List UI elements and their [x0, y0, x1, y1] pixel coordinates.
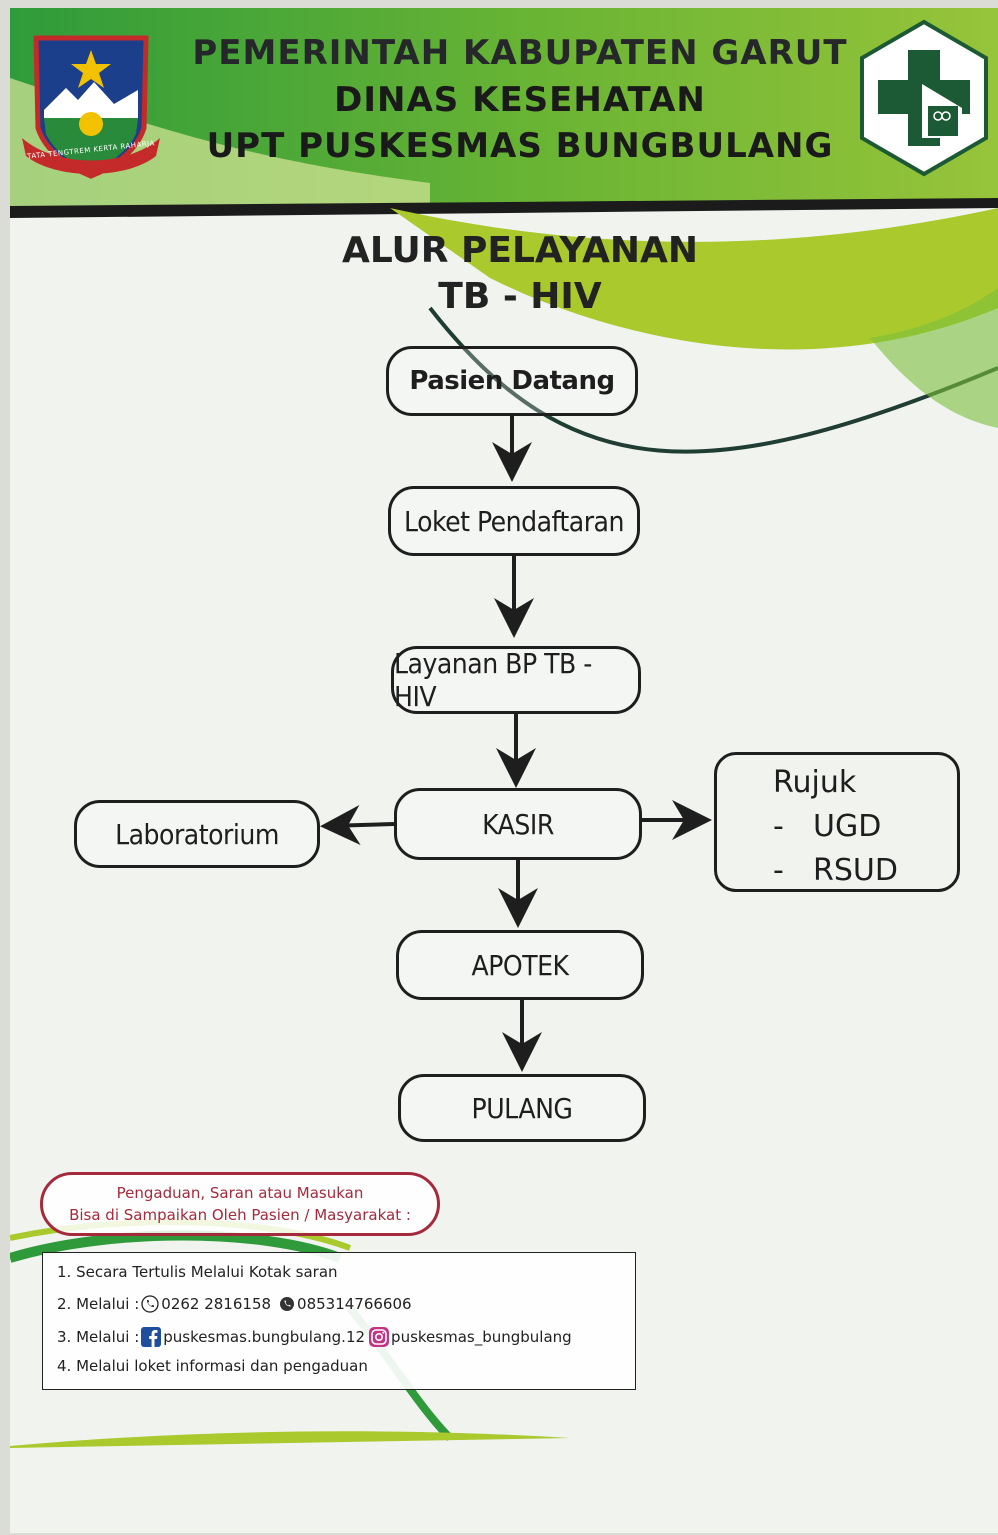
header-line-government: PEMERINTAH KABUPATEN GARUT: [192, 33, 848, 73]
node-pasien-datang: Pasien Datang: [386, 346, 638, 416]
flow-title-line1: ALUR PELAYANAN: [342, 230, 698, 271]
rujuk-item-rsud: -RSUD: [773, 853, 898, 888]
rujuk-rsud-label: RSUD: [813, 853, 898, 888]
facebook-handle: puskesmas.bungbulang.12: [163, 1328, 366, 1346]
rujuk-dash: -: [773, 809, 784, 844]
contact-item-2-prefix: 2. Melalui :: [57, 1295, 140, 1313]
contact-item-2: 2. Melalui : 0262 2816158 085314766606: [57, 1295, 412, 1313]
poster: TATA TENGTREM KERTA RAHARJA PEMERINTAH K…: [10, 8, 998, 1533]
node-pulang: PULANG: [398, 1074, 646, 1142]
phone-number: 0262 2816158: [161, 1295, 272, 1313]
instagram-handle: puskesmas_bungbulang: [391, 1328, 572, 1346]
regency-crest-logo: [22, 35, 160, 179]
flow-title-line2: TB - HIV: [438, 276, 602, 317]
facebook-icon: [141, 1327, 162, 1347]
complaint-line2: Bisa di Sampaikan Oleh Pasien / Masyarak…: [69, 1206, 411, 1224]
background-decoration: [10, 8, 998, 1448]
contact-item-3: 3. Melalui : puskesmas.bungbulang.12 pus…: [57, 1327, 572, 1347]
flow-connectors: [320, 416, 712, 1072]
rujuk-title: Rujuk: [773, 765, 857, 800]
whatsapp-number: 085314766606: [297, 1295, 412, 1313]
node-loket-pendaftaran: Loket Pendaftaran: [388, 486, 640, 556]
contact-item-4: 4. Melalui loket informasi dan pengaduan: [57, 1357, 368, 1375]
node-kasir: KASIR: [394, 788, 642, 860]
contact-item-3-prefix: 3. Melalui :: [57, 1328, 140, 1346]
puskesmas-logo: [860, 19, 988, 177]
whatsapp-icon: [279, 1296, 295, 1312]
node-apotek: APOTEK: [396, 930, 644, 1000]
complaint-line1: Pengaduan, Saran atau Masukan: [116, 1184, 364, 1202]
header-line-puskesmas: UPT PUSKESMAS BUNGBULANG: [206, 126, 834, 166]
node-rujuk: Rujuk -UGD -RSUD: [714, 752, 960, 892]
rujuk-ugd-label: UGD: [813, 809, 882, 844]
instagram-icon: [369, 1327, 390, 1347]
node-laboratorium: Laboratorium: [74, 800, 320, 868]
rujuk-dash: -: [773, 853, 784, 888]
header-line-health-office: DINAS KESEHATAN: [334, 80, 706, 120]
phone-icon: [141, 1295, 159, 1313]
contact-box: 1. Secara Tertulis Melalui Kotak saran 2…: [42, 1252, 636, 1390]
node-layanan-bp: Layanan BP TB - HIV: [391, 646, 641, 714]
complaint-banner: Pengaduan, Saran atau Masukan Bisa di Sa…: [40, 1172, 440, 1236]
rujuk-item-ugd: -UGD: [773, 809, 881, 844]
arrow-step4-lab: [320, 805, 395, 846]
contact-item-1: 1. Secara Tertulis Melalui Kotak saran: [57, 1263, 338, 1281]
